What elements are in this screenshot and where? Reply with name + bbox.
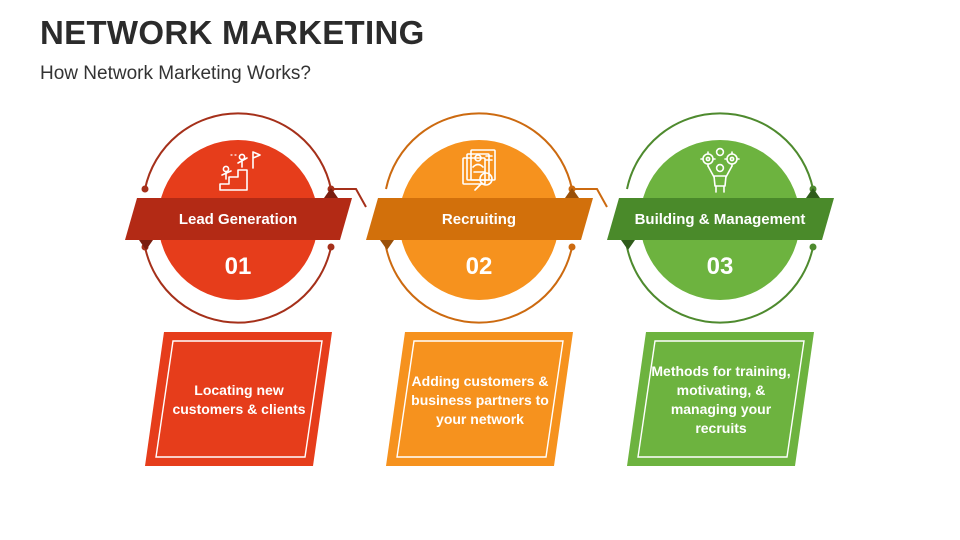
step-3-card: [627, 332, 814, 466]
step-1-ring-top: [144, 112, 332, 190]
person-gears-icon: [700, 147, 740, 193]
step-1-card-border: [155, 340, 323, 458]
step-1-ribbon: [125, 198, 352, 240]
step-1: Lead Generation 01: [125, 112, 352, 324]
step-1-ring-dot: [327, 243, 335, 251]
resume-search-icon: [462, 149, 496, 191]
step-3-ribbon: [607, 198, 834, 240]
step-3-description: Methods for training, motivating, & mana…: [651, 363, 791, 436]
page-title: NETWORK MARKETING: [40, 14, 425, 51]
step-1-card: [145, 332, 332, 466]
connector-2-3: [572, 188, 608, 208]
step-2-ribbon: [366, 198, 593, 240]
step-2-ribbon-fold: [380, 240, 394, 250]
step-1-number: 01: [225, 253, 252, 280]
step-2-ring-bottom: [385, 246, 573, 324]
step-3-ring-top: [626, 112, 814, 190]
leader-stairs-icon: [219, 151, 261, 191]
step-1-description: Locating new customers & clients: [172, 382, 306, 417]
connectors: [331, 188, 608, 208]
step-3: Building & Management 03: [607, 112, 834, 324]
step-3-ring-dot: [809, 243, 817, 251]
step-2-card-border: [396, 340, 564, 458]
step-1-label: Lead Generation: [179, 211, 297, 228]
step-3-number: 03: [707, 253, 734, 280]
description-cards: [145, 332, 814, 466]
step-3-ring-bottom: [626, 246, 814, 324]
step-2: Recruiting 02: [366, 112, 593, 324]
step-1-ring-dot: [141, 185, 149, 193]
step-2-ring-top: [385, 112, 573, 190]
step-1-ribbon-fold: [139, 240, 153, 250]
step-2-number: 02: [466, 253, 493, 280]
step-2-card: [386, 332, 573, 466]
step-1-ring-bottom: [144, 246, 332, 324]
step-2-label: Recruiting: [442, 211, 516, 228]
step-3-ribbon-fold: [806, 188, 820, 198]
step-1-ribbon-fold: [324, 188, 338, 198]
connector-1-2: [331, 188, 367, 208]
step-2-description: Adding customers & business partners to …: [411, 372, 549, 427]
page-subtitle: How Network Marketing Works?: [40, 63, 312, 84]
step-3-label: Building & Management: [635, 211, 806, 228]
step-3-card-border: [637, 340, 805, 458]
step-3-ribbon-fold: [621, 240, 635, 250]
step-2-ring-dot: [568, 243, 576, 251]
step-2-ribbon-fold: [565, 188, 579, 198]
